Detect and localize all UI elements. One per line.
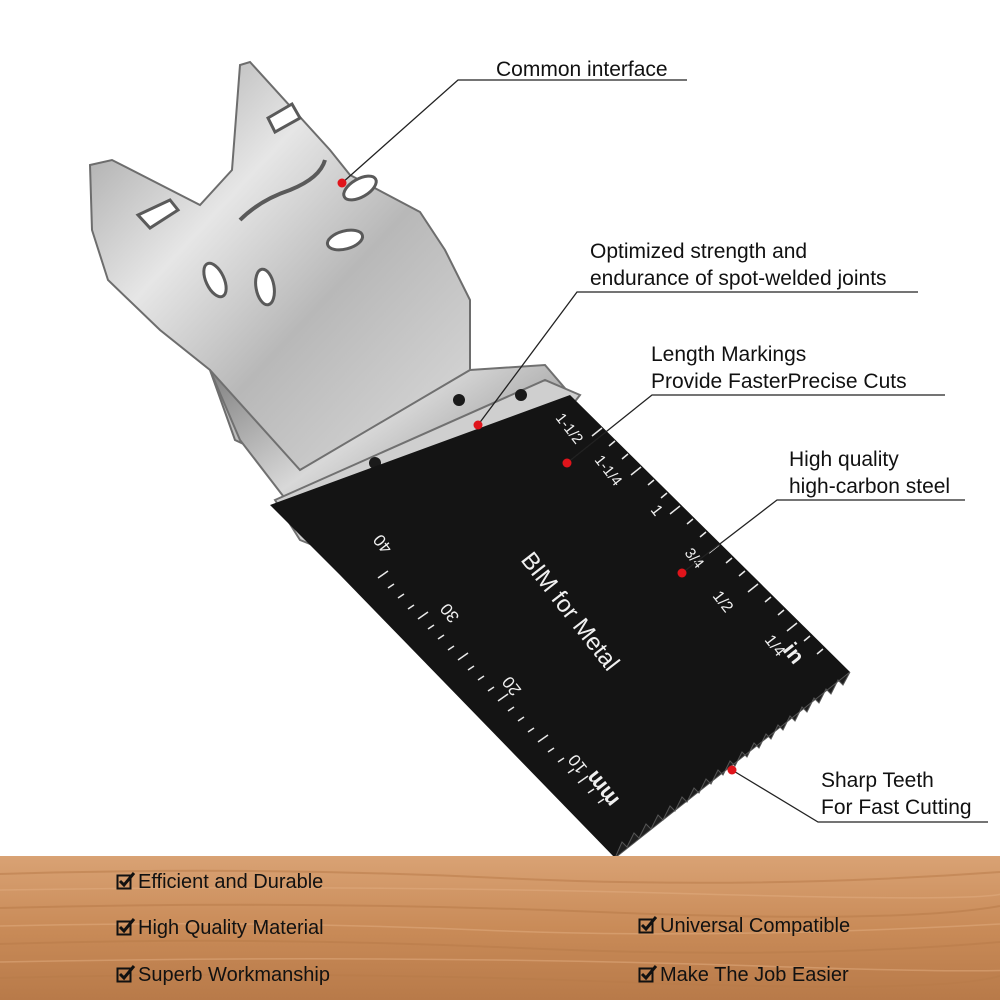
callout-teeth: Sharp Teeth For Fast Cutting [821,767,972,821]
blade-body [270,395,850,858]
callout-text-line-2: For Fast Cutting [821,796,972,819]
blade-mount-head [88,60,471,472]
feature-label: High Quality Material [138,917,324,939]
checkbox-checked-icon [116,870,138,894]
callout-text-line-1: High quality [789,448,899,471]
feature-make-job-easier: Make The Job Easier [638,963,849,987]
callout-text-line-2: high-carbon steel [789,475,951,498]
checkbox-checked-icon [116,916,138,940]
inch-scale-ticks [591,427,824,655]
callout-markers [337,178,737,775]
callout-text-line-1: Optimized strength and [590,240,808,263]
feature-label: Superb Workmanship [138,964,330,986]
checkbox-checked-icon [116,963,138,987]
callout-text-line-1: Length Markings [651,343,807,366]
checkbox-checked-icon [638,963,660,987]
feature-label: Efficient and Durable [138,871,324,893]
feature-universal-compatible: Universal Compatible [638,914,850,938]
callout-text: Common interface [496,58,668,81]
mm-scale-ticks [377,570,605,804]
feature-high-quality-material: High Quality Material [116,916,324,940]
callout-length-markings: Length Markings Provide FasterPrecise Cu… [651,341,907,395]
wood-texture [0,856,1000,1000]
interface-slots [135,101,378,307]
callout-text-line-2: Provide FasterPrecise Cuts [651,370,907,393]
callout-text-line-1: Sharp Teeth [821,769,934,792]
feature-label: Universal Compatible [660,915,851,937]
callout-lines [341,79,988,823]
feature-efficient-durable: Efficient and Durable [116,870,323,894]
blade-teeth [614,671,851,859]
callout-spot-welded: Optimized strength and endurance of spot… [590,238,887,292]
callout-common-interface: Common interface [496,56,668,83]
callout-text-line-2: endurance of spot-welded joints [590,267,887,290]
checkbox-checked-icon [638,914,660,938]
callout-steel: High quality high-carbon steel [789,446,950,500]
wood-banner [0,856,1000,1000]
feature-label: Make The Job Easier [660,964,849,986]
feature-superb-workmanship: Superb Workmanship [116,963,330,987]
